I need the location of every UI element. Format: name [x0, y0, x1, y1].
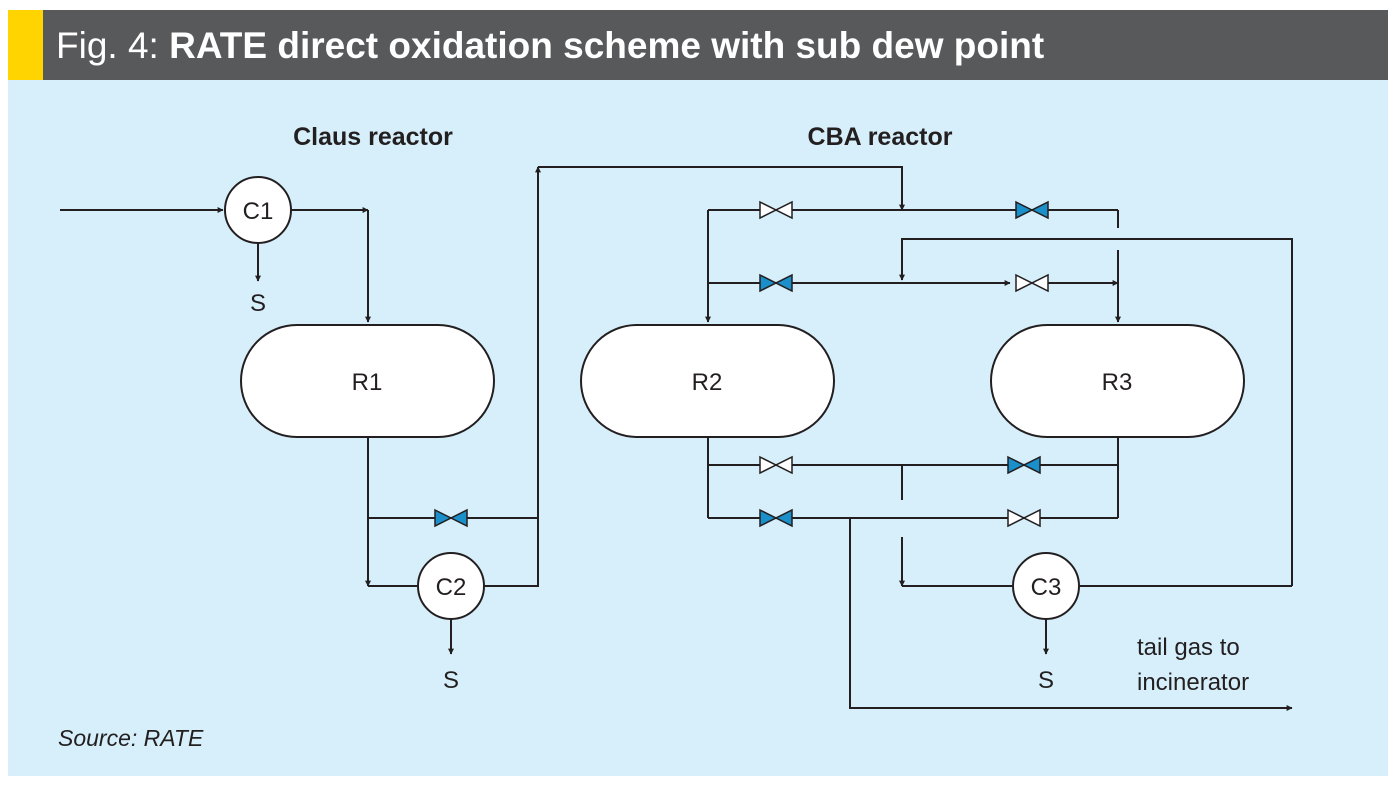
valve-icon: [434, 508, 468, 528]
valve-icon: [1007, 455, 1041, 475]
tail-gas-line: [849, 518, 1293, 711]
condenser-c1-shape: [224, 176, 292, 244]
reactor-r1-shape: [240, 324, 495, 438]
valve-icon: [759, 273, 793, 293]
reactor-r3: R3: [990, 324, 1245, 438]
figure-title-main: RATE direct oxidation scheme with sub de…: [169, 25, 1045, 66]
title-bar: Fig. 4: RATE direct oxidation scheme wit…: [8, 10, 1388, 80]
condenser-c3: C3: [1012, 552, 1080, 620]
source-note: Source: RATE: [58, 725, 204, 751]
valve-icon: [1015, 200, 1049, 220]
claus-reactor-heading: Claus reactor: [293, 123, 453, 151]
cba-feed-line: [538, 166, 905, 211]
tail-gas-label-line2: incinerator: [1137, 669, 1249, 696]
sulfur-label: S: [443, 667, 459, 694]
reactor-r2: R2: [580, 324, 835, 438]
figure-number: Fig. 4:: [56, 25, 159, 66]
cba-reactor-heading: CBA reactor: [808, 123, 953, 151]
valve-icon: [1007, 508, 1041, 528]
c2-outlet-riser: [484, 166, 541, 587]
condenser-c2-label: C2: [436, 574, 467, 601]
diagram-panel: C1 C2 C3 R1 R2 R3: [8, 80, 1388, 776]
valve-icon: [759, 508, 793, 528]
recycle-line: [899, 238, 1293, 586]
valves: [434, 200, 1049, 528]
sulfur-label: S: [1038, 667, 1054, 694]
reactor-r1-label: R1: [352, 369, 383, 396]
condenser-c1-label: C1: [243, 198, 274, 225]
reactor-r1: R1: [240, 324, 495, 438]
reactor-r3-shape: [990, 324, 1245, 438]
valve-icon: [759, 455, 793, 475]
reactor-r2-shape: [580, 324, 835, 438]
sulfur-label: S: [250, 290, 266, 317]
tail-gas-label-line1: tail gas to: [1137, 634, 1240, 661]
condenser-c3-shape: [1012, 552, 1080, 620]
reactor-r3-label: R3: [1102, 369, 1133, 396]
condenser-c2-shape: [417, 552, 485, 620]
valve-icon: [759, 200, 793, 220]
condenser-c1: C1: [224, 176, 292, 244]
process-flow-diagram: C1 C2 C3 R1 R2 R3: [58, 123, 1293, 751]
title-accent: [8, 10, 43, 80]
figure-title: Fig. 4: RATE direct oxidation scheme wit…: [56, 10, 1044, 80]
valve-icon: [1015, 273, 1049, 293]
condenser-c3-label: C3: [1031, 574, 1062, 601]
reactor-r2-label: R2: [692, 369, 723, 396]
condenser-c2: C2: [417, 552, 485, 620]
